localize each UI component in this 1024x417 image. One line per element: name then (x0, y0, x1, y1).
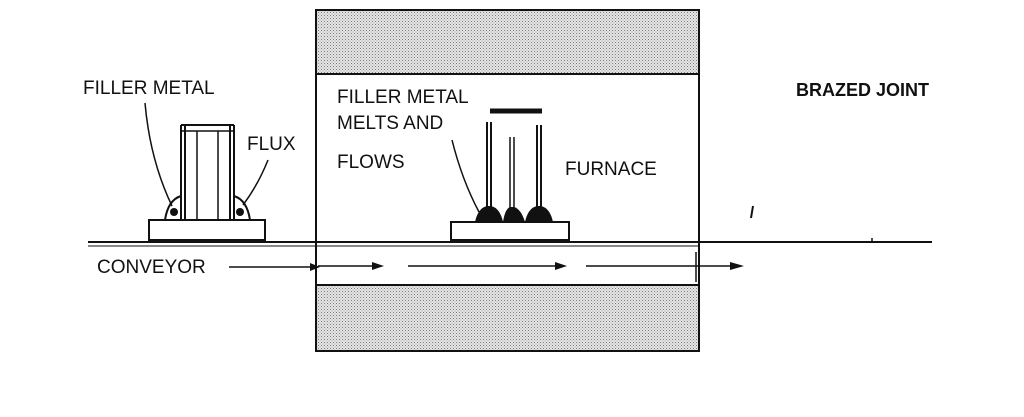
filler-ring-right (236, 208, 244, 216)
flux-leader (242, 159, 269, 206)
brazed-joint-label: BRAZED JOINT (796, 80, 930, 100)
fillet-1 (475, 206, 503, 222)
melts-label-line1: FILLER METAL (337, 87, 469, 108)
furnace-top-wall (315, 9, 700, 75)
conveyor-arrows (229, 262, 744, 271)
flux-label: FLUX (247, 134, 296, 155)
workpiece-in-furnace (450, 108, 570, 241)
workpiece-before-brazing (148, 124, 266, 241)
fillet-2 (503, 207, 525, 222)
melts-label-line2: MELTS AND (337, 113, 444, 134)
base-plate-left (148, 219, 266, 241)
fillet-3 (525, 206, 553, 222)
filler-metal-leader (144, 102, 173, 207)
melts-leader (451, 139, 480, 213)
furnace-chamber (315, 73, 700, 286)
furnace-label: FURNACE (565, 159, 657, 180)
filler-metal-label: FILLER METAL (83, 78, 215, 99)
furnace-bottom-wall (315, 284, 700, 352)
melts-label-line3: FLOWS (337, 152, 405, 173)
filler-ring-left (170, 208, 178, 216)
conveyor-label: CONVEYOR (97, 257, 206, 278)
base-plate-furnace (450, 221, 570, 241)
exit-mark (750, 205, 754, 219)
